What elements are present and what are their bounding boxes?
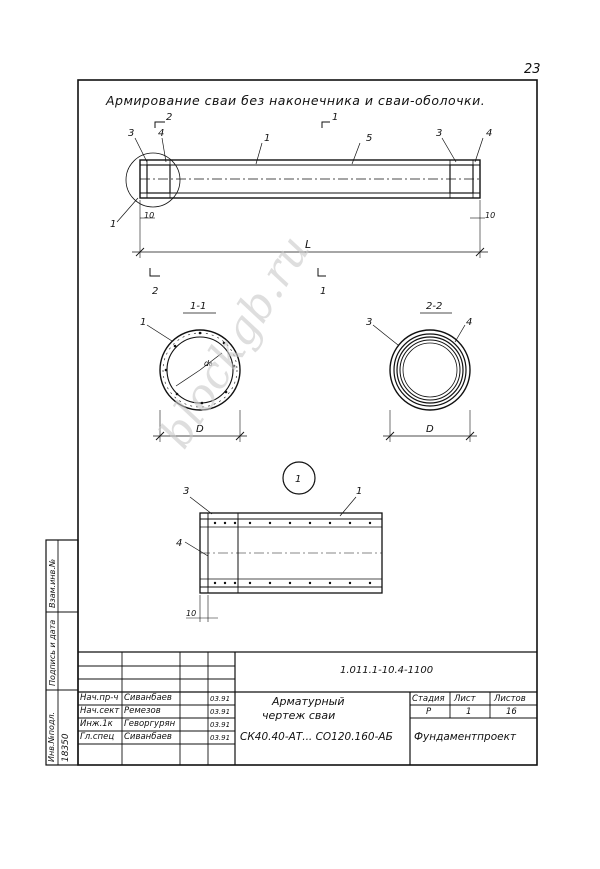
organization-name: Фундаментпроект [414, 731, 517, 743]
tb-date-2: 03.91 [210, 708, 231, 716]
sheet-title-line-1: Арматурный [272, 695, 345, 708]
document-code: 1.011.1-10.4-1100 [340, 665, 434, 676]
callout-5-pile: 5 [366, 133, 372, 144]
dim-diameter-1: D [196, 424, 204, 435]
sheet-title-line-2: чертеж сваи [262, 709, 336, 722]
tb-role-4: Гл.спец [80, 732, 115, 742]
stage-label: Стадия [412, 694, 445, 704]
inv-number-value: 18350 [61, 733, 71, 762]
dim-inner-diameter: d₀ [204, 359, 213, 368]
section-mark-2-top: 2 [166, 112, 172, 123]
dim-10-right: 10 [485, 211, 495, 220]
dim-diameter-2: D [426, 424, 434, 435]
sheet-label: Лист [454, 694, 476, 704]
dim-10-detail: 10 [186, 609, 196, 618]
section-title-2-2: 2-2 [426, 301, 442, 312]
replace-inv-label: Взам.инв.№ [48, 558, 57, 608]
callout-3-section: 3 [366, 317, 372, 328]
tb-date-4: 03.91 [210, 734, 231, 742]
tb-name-3: Геворгурян [124, 719, 176, 729]
tb-role-1: Нач.пр-ч [80, 693, 119, 703]
title-block-grid [78, 651, 537, 765]
pile-marks: СК40.40-АТ... СО120.160-АБ [240, 731, 393, 743]
callout-3-top-left: 3 [128, 128, 134, 139]
tb-role-3: Инж.1к [80, 719, 113, 729]
detail-view-1 [184, 461, 383, 622]
section-mark-1-bottom: 1 [320, 286, 326, 297]
pile-longitudinal-view [116, 121, 488, 277]
sheet-value: 1 [466, 707, 472, 717]
signature-date-label: Подпись и дата [48, 619, 57, 686]
sheets-value: 16 [506, 707, 517, 717]
callout-4-top-left: 4 [158, 128, 164, 139]
rebar-dots [164, 331, 372, 585]
callout-1-pile: 1 [264, 133, 270, 144]
dim-10-left: 10 [144, 211, 154, 220]
page-number: 23 [524, 62, 541, 77]
sheet-border [77, 79, 538, 766]
tb-name-2: Ремезов [124, 706, 161, 716]
callout-4-top-right: 4 [486, 128, 492, 139]
dim-length: L [305, 238, 311, 251]
inv-number-label: Инв.№подл. [47, 711, 56, 762]
callout-3-detail: 3 [183, 486, 189, 497]
section-mark-2-bottom: 2 [152, 286, 158, 297]
callout-4-detail: 4 [176, 538, 182, 549]
section-2-2 [372, 312, 477, 442]
sheets-label: Листов [494, 694, 526, 704]
tb-name-4: Сиванбаев [124, 732, 172, 742]
drawing-heading: Армирование сваи без наконечника и сваи-… [106, 93, 486, 108]
tb-date-3: 03.91 [210, 721, 231, 729]
section-title-1-1: 1-1 [190, 301, 206, 312]
section-mark-1-top: 1 [332, 112, 338, 123]
detail-circle-label: 1 [295, 474, 301, 485]
tb-date-1: 03.91 [210, 695, 231, 703]
stage-value: Р [426, 707, 432, 717]
tb-role-2: Нач.сект [80, 706, 120, 716]
callout-4-section: 4 [466, 317, 472, 328]
callout-1-bottom-left: 1 [110, 219, 116, 230]
callout-1-section: 1 [140, 317, 146, 328]
tb-name-1: Сиванбаев [124, 693, 172, 703]
side-stamp-grid [45, 539, 79, 766]
callout-1-detail: 1 [356, 486, 362, 497]
callout-3-top-right: 3 [436, 128, 442, 139]
